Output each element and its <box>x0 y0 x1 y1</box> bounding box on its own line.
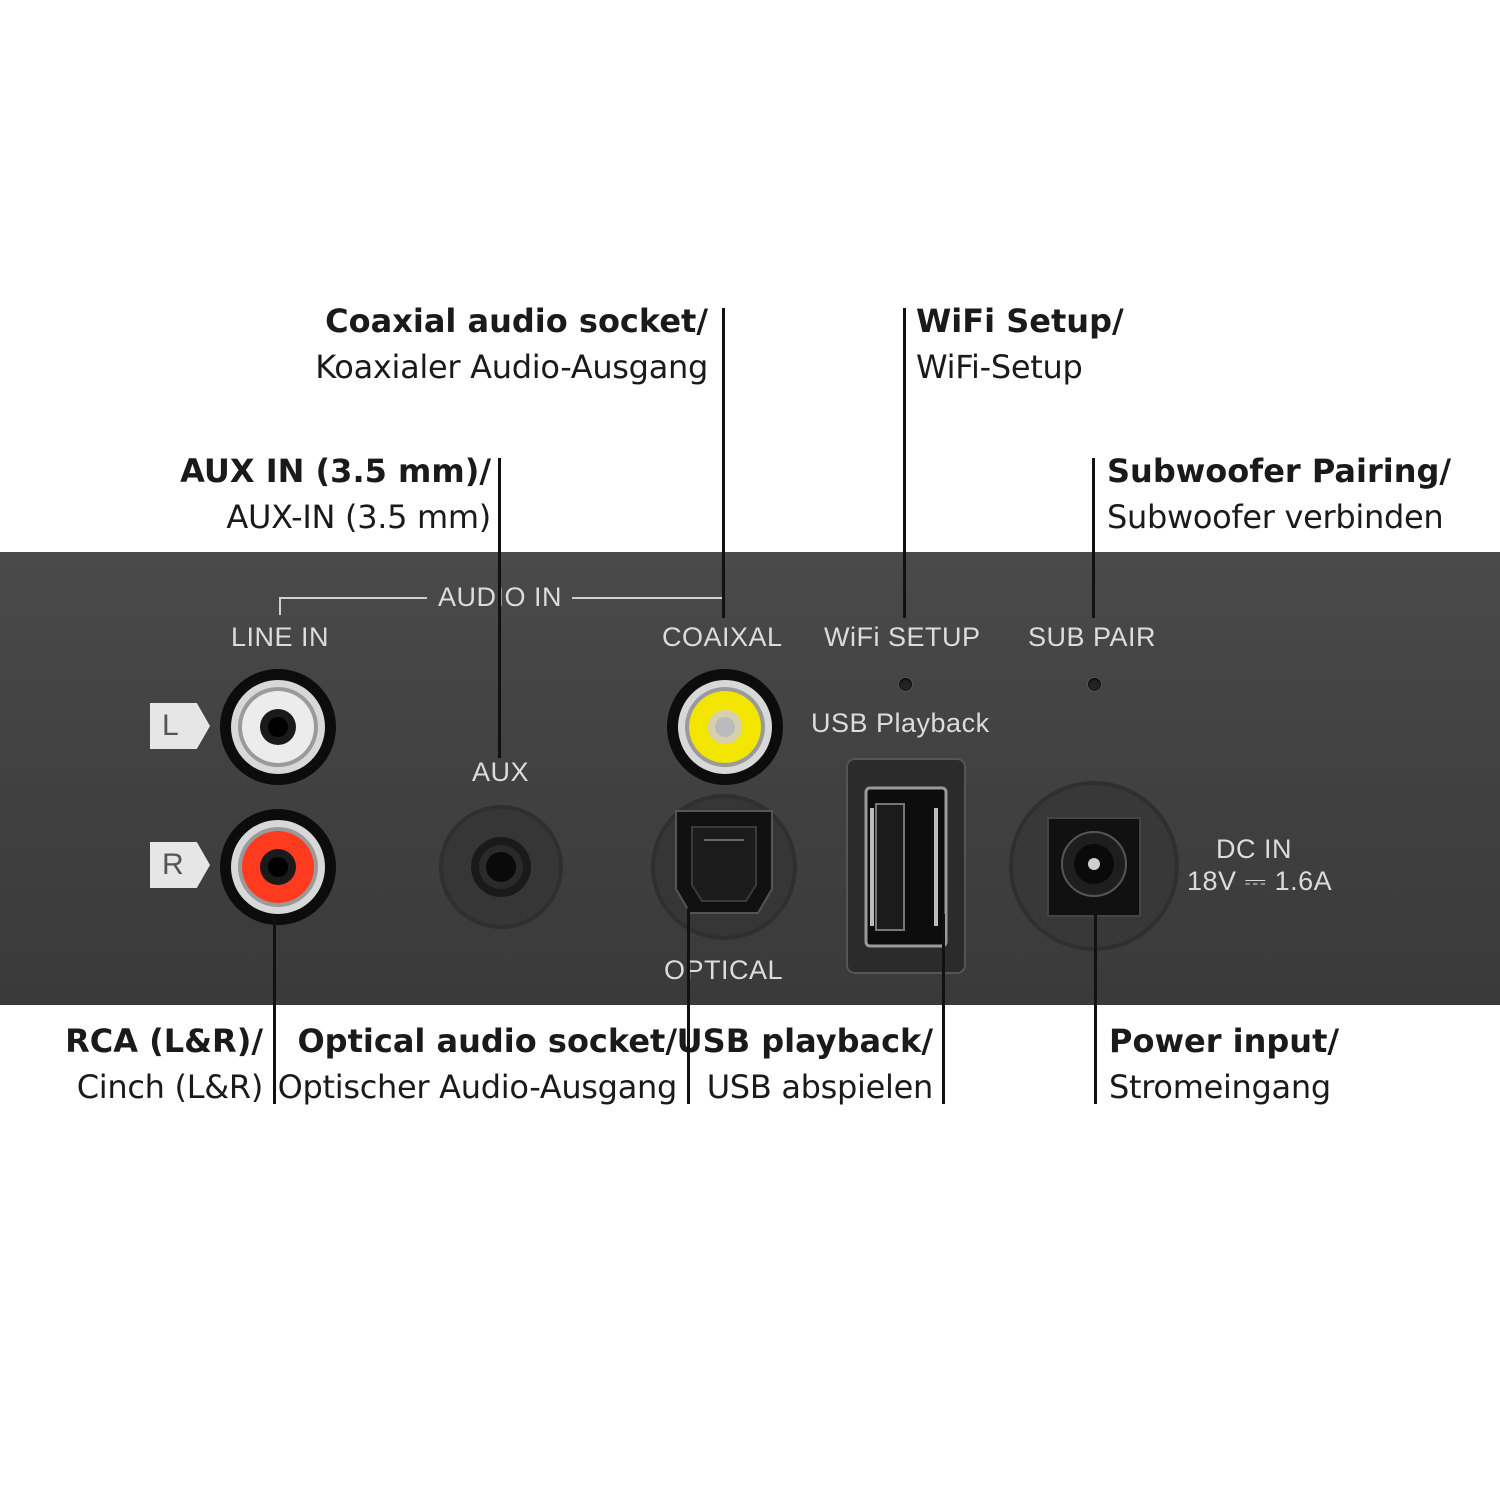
callout-coaxial-de: Koaxialer Audio-Ausgang <box>315 348 708 386</box>
leader-aux <box>498 458 501 758</box>
sub-pair-label: SUB PAIR <box>1028 622 1157 652</box>
callout-rca-en: RCA (L&R)/ <box>65 1022 263 1060</box>
callout-power-de: Stromeingang <box>1109 1068 1331 1106</box>
callout-usb-de: USB abspielen <box>706 1068 934 1106</box>
callout-usb-en: USB playback/ <box>676 1022 933 1060</box>
callout-sub: Subwoofer Pairing/ Subwoofer verbinden <box>1107 448 1451 540</box>
line-in-label: LINE IN <box>231 622 330 652</box>
optical-socket-icon[interactable] <box>650 793 798 941</box>
wifi-setup-label: WiFi SETUP <box>824 622 981 652</box>
callout-wifi: WiFi Setup/ WiFi-Setup <box>916 298 1124 390</box>
usb-port-icon[interactable] <box>846 758 966 974</box>
dc-power-socket-icon[interactable] <box>1008 780 1180 952</box>
callout-coaxial: Coaxial audio socket/ Koaxialer Audio-Au… <box>315 298 708 390</box>
callout-aux-de: AUX-IN (3.5 mm) <box>226 498 491 536</box>
optical-label: OPTICAL <box>664 955 784 985</box>
callout-coaxial-en: Coaxial audio socket/ <box>325 302 708 340</box>
aux-label: AUX <box>472 757 530 787</box>
audio-in-bracket-right <box>572 597 724 599</box>
rca-right-jack-icon[interactable] <box>219 808 337 926</box>
audio-in-bracket-tick <box>279 597 281 615</box>
leader-coaxial <box>722 308 725 618</box>
sub-pair-led-icon <box>1088 678 1101 691</box>
leader-power <box>1094 908 1097 1104</box>
callout-power: Power input/ Stromeingang <box>1109 1018 1339 1110</box>
leader-wifi <box>903 308 906 618</box>
rca-left-jack-icon[interactable] <box>219 668 337 786</box>
dc-in-label: DC IN <box>1216 834 1292 864</box>
callout-optical: Optical audio socket/ Optischer Audio-Au… <box>277 1018 678 1110</box>
right-channel-tag: R <box>150 842 210 888</box>
coaxial-label: COAIXAL <box>662 622 783 652</box>
aux-jack-icon[interactable] <box>438 804 564 930</box>
leader-optical <box>687 908 690 1104</box>
coaxial-jack-icon[interactable] <box>666 668 784 786</box>
callout-power-en: Power input/ <box>1109 1022 1340 1060</box>
leader-sub <box>1092 458 1095 618</box>
leader-rca <box>273 918 276 1104</box>
usb-playback-label: USB Playback <box>811 708 990 738</box>
callout-aux-en: AUX IN (3.5 mm)/ <box>180 452 491 490</box>
callout-aux: AUX IN (3.5 mm)/ AUX-IN (3.5 mm) <box>180 448 491 540</box>
callout-rca-de: Cinch (L&R) <box>76 1068 264 1106</box>
callout-wifi-en: WiFi Setup/ <box>916 302 1124 340</box>
callout-optical-de: Optischer Audio-Ausgang <box>277 1068 678 1106</box>
leader-usb <box>942 914 945 1104</box>
callout-rca: RCA (L&R)/ Cinch (L&R) <box>65 1018 263 1110</box>
callout-wifi-de: WiFi-Setup <box>916 348 1083 386</box>
dc-rating-label: 18V ⎓ 1.6A <box>1187 866 1333 896</box>
callout-optical-en: Optical audio socket/ <box>297 1022 677 1060</box>
wifi-led-icon <box>899 678 912 691</box>
callout-sub-en: Subwoofer Pairing/ <box>1107 452 1452 490</box>
callout-sub-de: Subwoofer verbinden <box>1107 498 1444 536</box>
callout-usb: USB playback/ USB abspielen <box>676 1018 934 1110</box>
left-channel-tag: L <box>150 703 210 749</box>
audio-in-bracket-left <box>279 597 427 599</box>
